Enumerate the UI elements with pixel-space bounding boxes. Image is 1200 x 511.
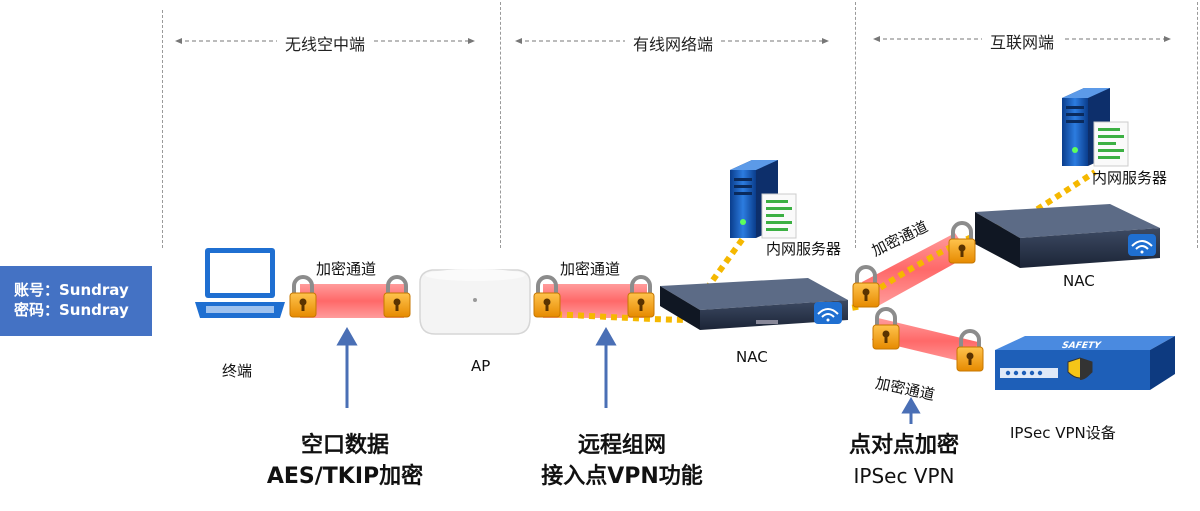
- feature-air-line1: 空口数据: [300, 433, 389, 458]
- password-label: 密码：Sundray: [14, 301, 129, 319]
- zone-title-internet: 互联网端: [981, 29, 1063, 53]
- tunnel-label: 加密通道: [560, 260, 621, 278]
- intranet-server-right-label: 内网服务器: [1092, 169, 1168, 187]
- account-label: 账号：Sundray: [14, 281, 129, 299]
- laptop-icon: [195, 248, 285, 318]
- tunnel-label: 加密通道: [316, 260, 377, 278]
- lock-icon: [955, 329, 985, 373]
- zone-divider: [1197, 2, 1198, 248]
- zone-title-wireless: 无线空中端: [276, 31, 374, 55]
- feature-p2p-line2: IPSec VPN: [853, 464, 955, 488]
- zone-divider: [162, 10, 163, 248]
- zone-divider: [855, 2, 856, 248]
- lock-icon: [382, 275, 412, 319]
- feature-vpn-line1: 远程组网: [577, 433, 667, 458]
- lock-icon: [288, 275, 318, 319]
- nac-device-icon: [660, 278, 848, 330]
- ipsec-vpn-device-icon: SAFETY: [995, 336, 1175, 390]
- intranet-server-right-icon: [1061, 87, 1129, 167]
- lock-icon: [532, 275, 562, 319]
- lock-icon: [871, 307, 901, 351]
- feature-remote-vpn: 远程组网 接入点VPN功能: [541, 430, 703, 492]
- ipsec-device-label: IPSec VPN设备: [1010, 424, 1116, 442]
- encrypted-tunnel-internet-nac: [862, 233, 970, 306]
- zone-divider: [500, 2, 501, 248]
- terminal-label: 终端: [222, 362, 253, 380]
- intranet-server-label: 内网服务器: [766, 240, 842, 258]
- feature-air-line2: AES/TKIP加密: [266, 464, 424, 489]
- lock-icon: [626, 275, 656, 319]
- nac-label: NAC: [736, 348, 768, 366]
- nac-right-label: NAC: [1063, 272, 1095, 290]
- feature-air-encryption: 空口数据 AES/TKIP加密: [267, 430, 423, 492]
- zone-title-wired: 有线网络端: [624, 31, 722, 55]
- safety-label: SAFETY: [1060, 340, 1102, 351]
- nac-device-right-icon: [975, 204, 1160, 268]
- feature-p2p-line1: 点对点加密: [848, 433, 960, 458]
- ap-label: AP: [471, 357, 491, 375]
- access-point-icon: [419, 269, 531, 335]
- lock-icon: [947, 221, 977, 265]
- credentials-box: 账号：Sundray 密码：Sundray: [0, 266, 152, 336]
- feature-vpn-line2: 接入点VPN功能: [541, 464, 703, 489]
- feature-p2p-encryption: 点对点加密: [849, 430, 959, 461]
- lock-icon: [851, 265, 881, 309]
- intranet-server-icon: [729, 159, 797, 239]
